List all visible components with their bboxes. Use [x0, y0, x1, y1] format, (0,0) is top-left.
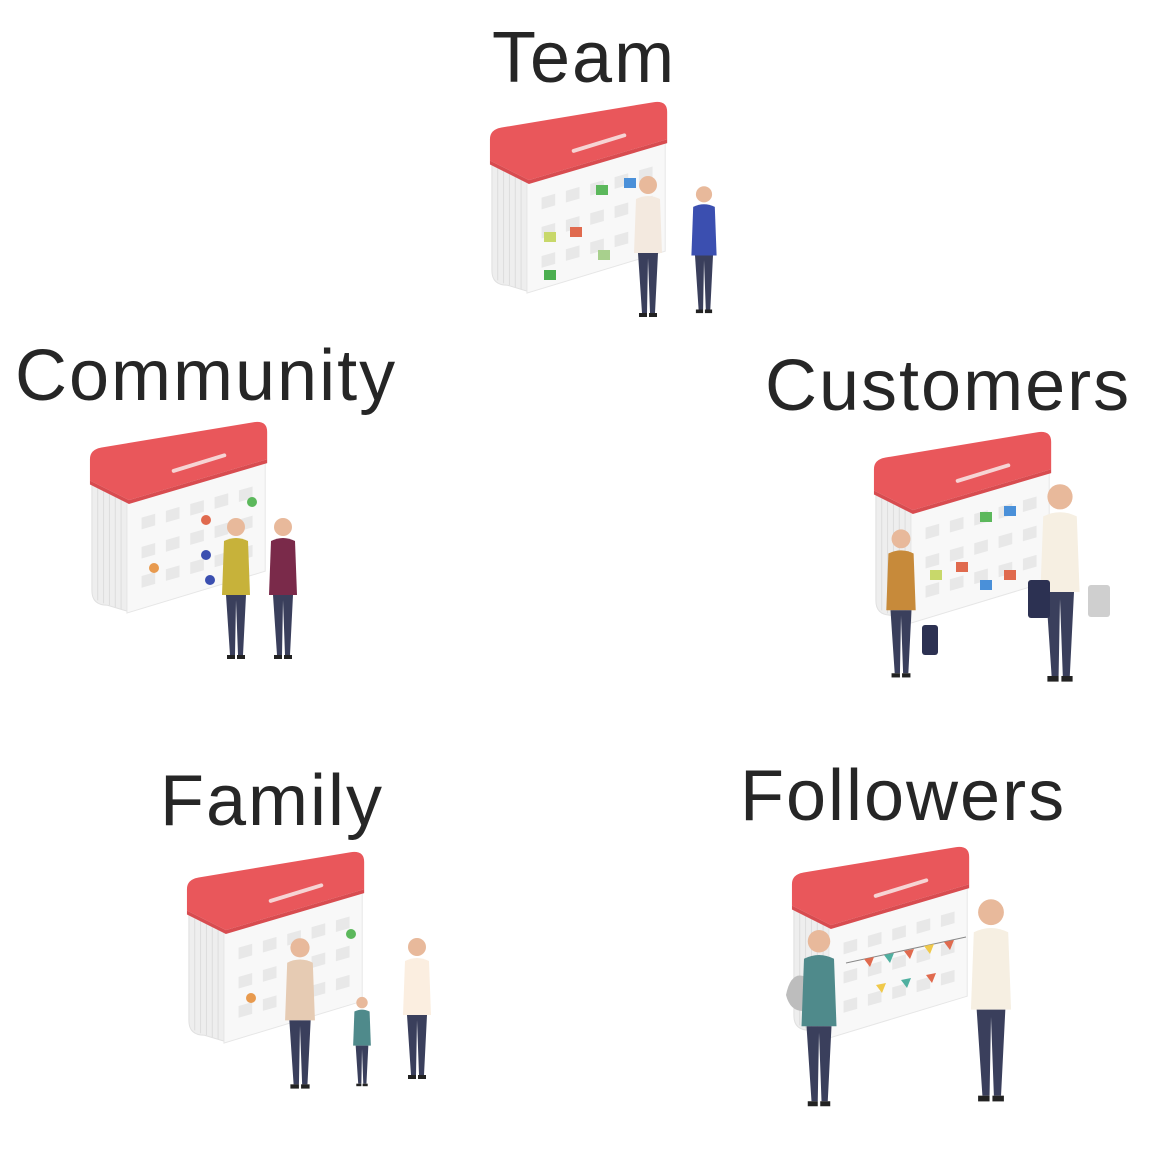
group-label-customers: Customers: [765, 346, 1132, 426]
person-icon: [691, 185, 717, 314]
sticky-notes: [544, 178, 636, 280]
balloons: [149, 497, 257, 585]
group-label-followers: Followers: [740, 756, 1067, 836]
group-label-family: Family: [160, 761, 384, 841]
bunting-flags: [845, 936, 967, 993]
person-icon: [970, 897, 1012, 1102]
family-illustration: [185, 850, 455, 1100]
group-label-team: Team: [492, 18, 677, 98]
customers-illustration: [870, 430, 1130, 690]
person-icon: [269, 517, 297, 659]
calendar-icon: [185, 850, 367, 1046]
group-label-community: Community: [15, 336, 398, 416]
balloons: [246, 929, 356, 1003]
person-icon: [353, 996, 371, 1087]
community-illustration: [88, 420, 328, 670]
person-icon: [403, 937, 431, 1079]
followers-illustration: [786, 845, 1036, 1120]
team-illustration: [488, 100, 738, 330]
sticky-notes: [930, 506, 1016, 590]
